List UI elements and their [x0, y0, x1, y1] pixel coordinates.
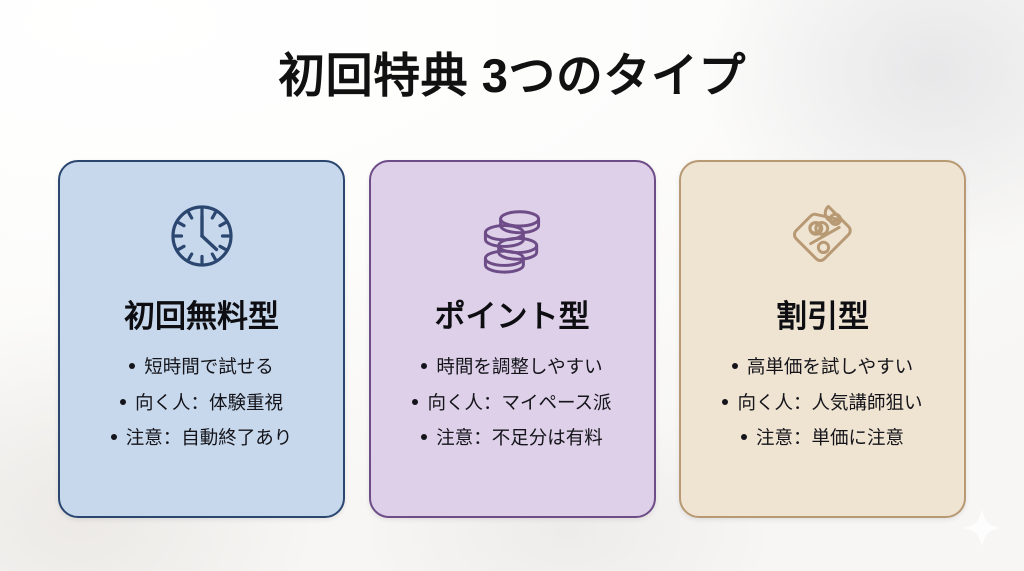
- bullet-text: 向く人：マイペース派: [427, 391, 612, 413]
- bullet-text: 向く人：人気講師狙い: [737, 391, 923, 413]
- bullet-text: 注意：自動終了あり: [125, 427, 293, 449]
- list-item: 短時間で試せる: [129, 356, 274, 379]
- bullet-dot-icon: [412, 398, 419, 405]
- card-bullet-list: 時間を調整しやすい 向く人：マイペース派 注意：不足分は有料: [371, 356, 654, 450]
- card-title: 割引型: [776, 299, 869, 334]
- list-item: 時間を調整しやすい: [421, 356, 603, 379]
- card-discount[interactable]: 割引型 高単価を試しやすい 向く人：人気講師狙い 注意：単価に注意: [679, 160, 966, 518]
- card-points[interactable]: ポイント型 時間を調整しやすい 向く人：マイペース派 注意：不足分は有料: [368, 160, 656, 518]
- bullet-text: 注意：不足分は有料: [436, 427, 603, 449]
- bullet-dot-icon: [129, 363, 136, 370]
- card-bullet-list: 短時間で試せる 向く人：体験重視 注意：自動終了あり: [60, 356, 343, 450]
- bullet-text: 注意：単価に注意: [755, 427, 904, 449]
- card-title: ポイント型: [434, 299, 590, 334]
- list-item: 向く人：人気講師狙い: [722, 391, 923, 415]
- card-bullet-list: 高単価を試しやすい 向く人：人気講師狙い 注意：単価に注意: [681, 356, 964, 450]
- list-item: 向く人：マイペース派: [412, 391, 612, 415]
- price-tag-percent-icon: [792, 204, 852, 262]
- bullet-dot-icon: [110, 434, 117, 441]
- list-item: 注意：単価に注意: [740, 427, 904, 450]
- list-item: 注意：自動終了あり: [110, 427, 293, 450]
- bullet-dot-icon: [421, 363, 428, 370]
- cards-row: 初回無料型 短時間で試せる 向く人：体験重視 注意：自動終了あり: [58, 160, 966, 518]
- list-item: 注意：不足分は有料: [421, 427, 603, 450]
- list-item: 向く人：体験重視: [119, 391, 283, 415]
- bullet-dot-icon: [119, 398, 126, 405]
- bullet-text: 短時間で試せる: [144, 356, 274, 378]
- bullet-text: 高単価を試しやすい: [746, 356, 914, 378]
- bullet-dot-icon: [722, 398, 729, 405]
- card-title: 初回無料型: [124, 299, 279, 334]
- bullet-text: 時間を調整しやすい: [436, 356, 603, 378]
- card-free-trial[interactable]: 初回無料型 短時間で試せる 向く人：体験重視 注意：自動終了あり: [58, 160, 345, 518]
- coins-icon: [483, 210, 541, 274]
- bullet-dot-icon: [421, 434, 428, 441]
- list-item: 高単価を試しやすい: [731, 356, 914, 379]
- sparkle-icon: [963, 509, 1001, 547]
- bullet-text: 向く人：体験重視: [134, 391, 283, 413]
- clock-icon: [170, 205, 233, 267]
- page-title: 初回特典 3つのタイプ: [278, 49, 746, 102]
- bullet-dot-icon: [731, 363, 738, 370]
- bullet-dot-icon: [740, 434, 747, 441]
